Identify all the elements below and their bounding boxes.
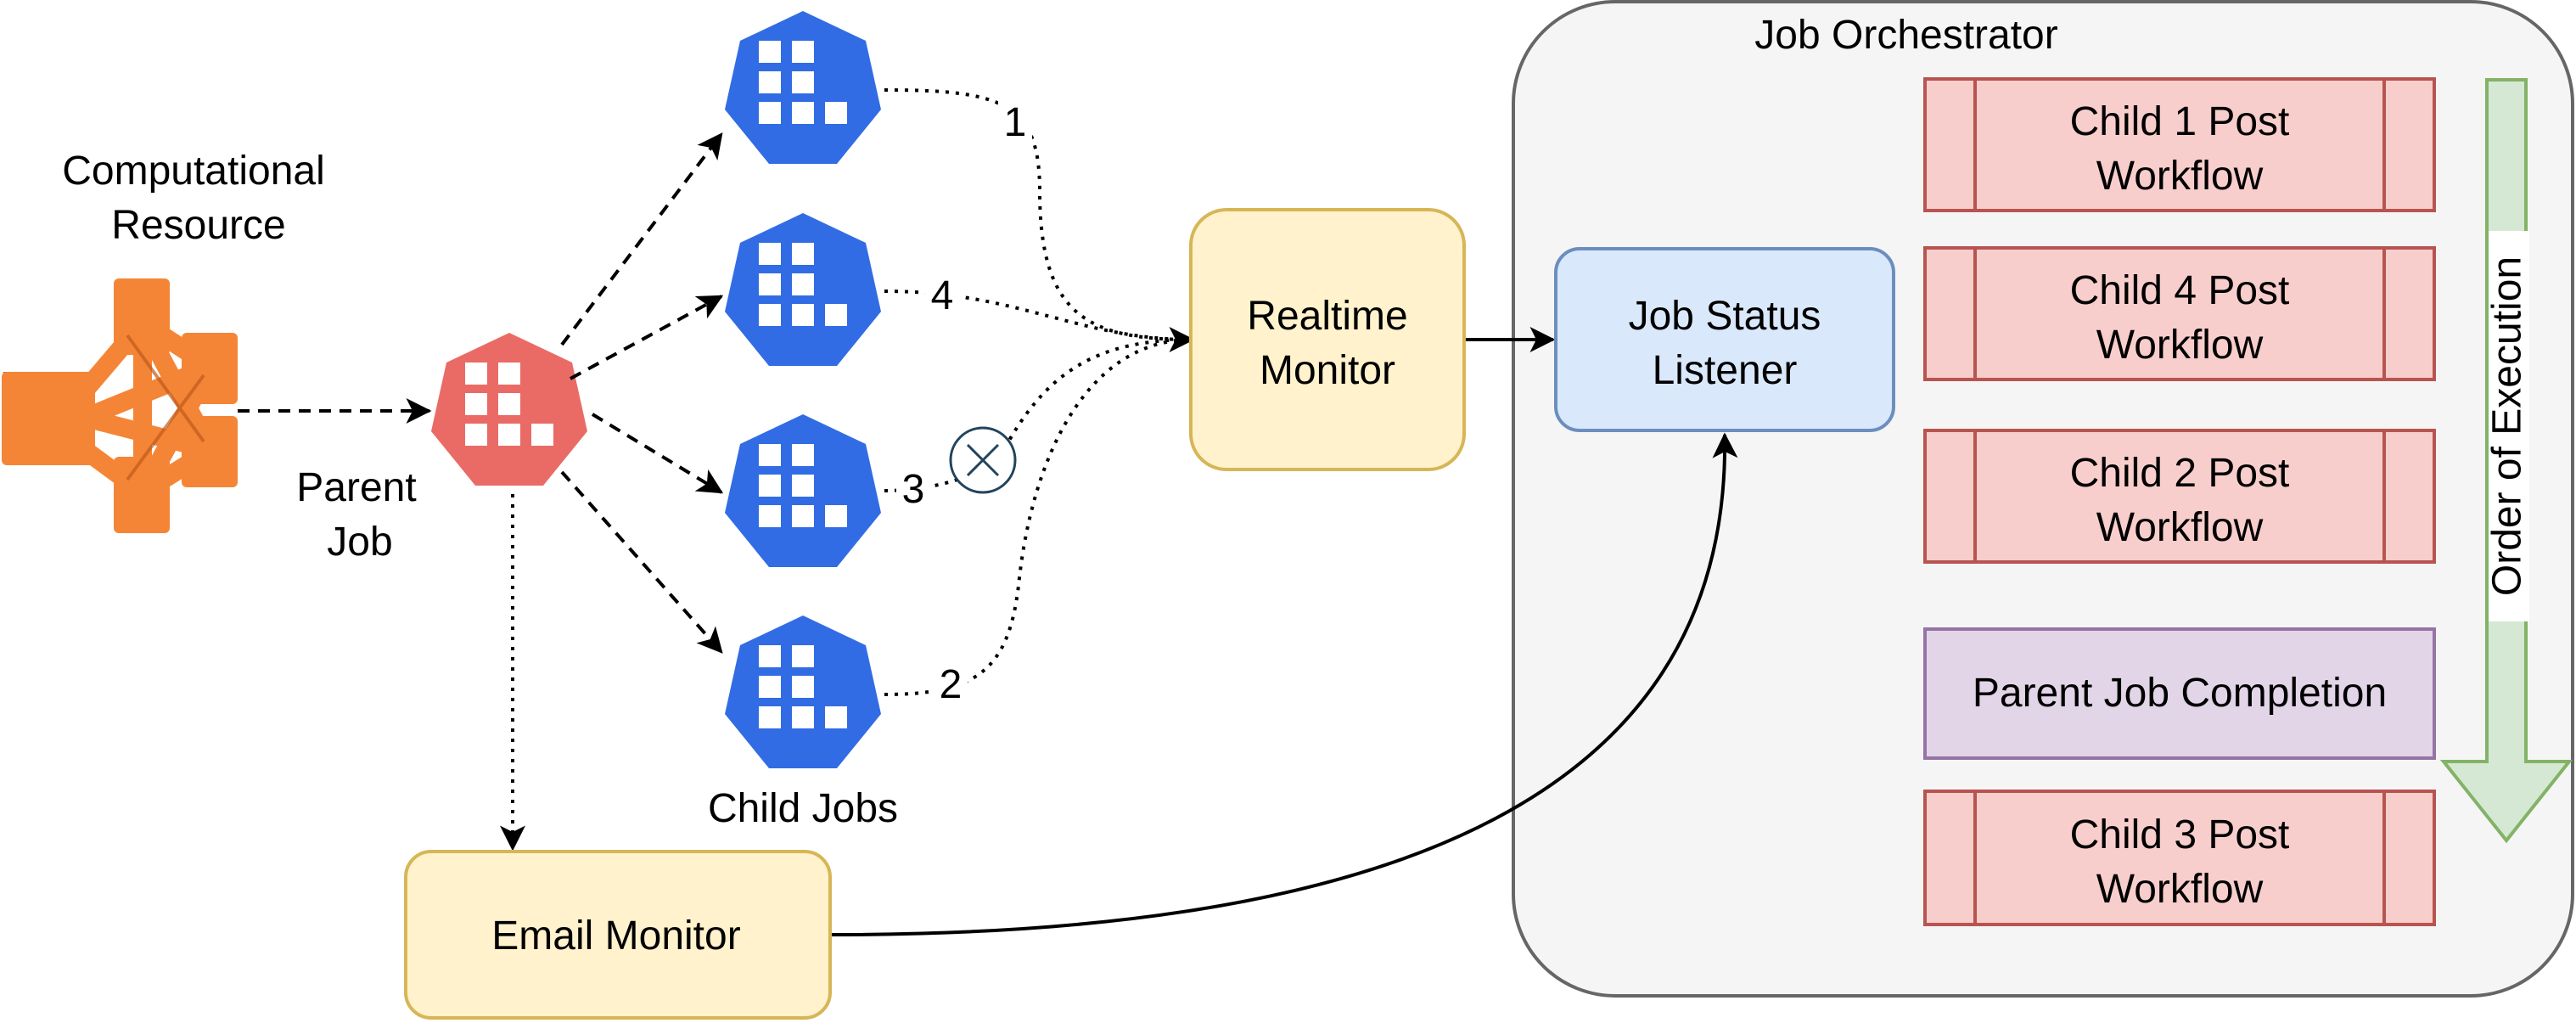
workflow-label-line2: Workflow [2096,154,2264,199]
computational-resource[interactable]: Computational Resource [2,149,325,533]
child-2-post-workflow[interactable]: Child 2 Post Workflow [1923,429,2436,564]
kubernetes-job-icon [431,333,587,486]
child-job-3[interactable] [725,414,881,567]
realtime-monitor-label-line1: Realtime [1247,294,1407,339]
child-4-status-curve [884,289,1193,341]
parent-job-label-line1: Parent [296,465,416,510]
parent-job-completion[interactable]: Parent Job Completion [1923,627,2436,760]
email-to-listener-arrow [831,432,1738,936]
child-job-1[interactable] [725,11,881,164]
workflow-label-line1: Child 1 Post [2070,99,2290,144]
workflow-label-line2: Workflow [2096,505,2264,550]
listener-label-line2: Listener [1653,348,1798,393]
computational-resource-label-line2: Resource [111,203,285,248]
x-circle-icon [949,426,1017,494]
network-cluster-icon [2,278,238,533]
child-3-post-workflow[interactable]: Child 3 Post Workflow [1923,790,2436,926]
kubernetes-job-icon [725,615,881,768]
workflow-label-line2: Workflow [2096,867,2264,912]
child-job-2[interactable] [725,615,881,768]
workflow-label-line2: Workflow [2096,323,2264,368]
realtime-monitor[interactable]: Realtime Monitor [1189,208,1466,471]
completion-label: Parent Job Completion [1973,671,2387,716]
child-4-post-workflow[interactable]: Child 4 Post Workflow [1923,246,2436,381]
dispatch-arrows [238,132,724,654]
status-curve-labels: 1 4 3 2 [896,97,1032,707]
child-3-number: 3 [902,467,925,512]
computational-resource-label-line1: Computational [62,149,325,194]
child-1-number: 1 [1004,100,1027,145]
parent-to-child-1-arrow [560,132,723,346]
orchestrator-title: Job Orchestrator [1754,13,2057,58]
kubernetes-job-icon [725,213,881,366]
listener-label-line1: Job Status [1629,294,1821,339]
status-curves [884,88,1195,696]
realtime-monitor-label-line2: Monitor [1260,348,1395,393]
job-status-listener[interactable]: Job Status Listener [1554,247,1895,432]
parent-job[interactable]: Parent Job [296,333,587,565]
child-2-number: 2 [940,662,962,707]
workflow-label-line1: Child 3 Post [2070,812,2290,857]
child-1-post-workflow[interactable]: Child 1 Post Workflow [1923,77,2436,212]
parent-to-child-4-arrow [570,295,724,380]
email-monitor-label: Email Monitor [491,913,740,958]
child-job-4[interactable] [725,213,881,366]
order-of-execution-label: Order of Execution [2485,256,2530,596]
child-3-status-curve [884,338,1193,492]
parent-to-child-3-arrow [591,413,724,494]
child-2-status-curve [884,327,1195,696]
workflow-label-line1: Child 4 Post [2070,268,2290,313]
parent-job-label-line2: Job [327,520,392,565]
child-jobs-label: Child Jobs [708,786,898,831]
kubernetes-job-icon [725,414,881,567]
workflow-label-line1: Child 2 Post [2070,451,2290,496]
parent-to-child-2-arrow [560,470,723,654]
order-of-execution-arrow: Order of Execution [2439,78,2573,844]
email-monitor[interactable]: Email Monitor [404,850,832,1020]
kubernetes-job-icon [725,11,881,164]
child-jobs-group: Child Jobs [708,11,898,831]
child-4-number: 4 [931,273,954,318]
